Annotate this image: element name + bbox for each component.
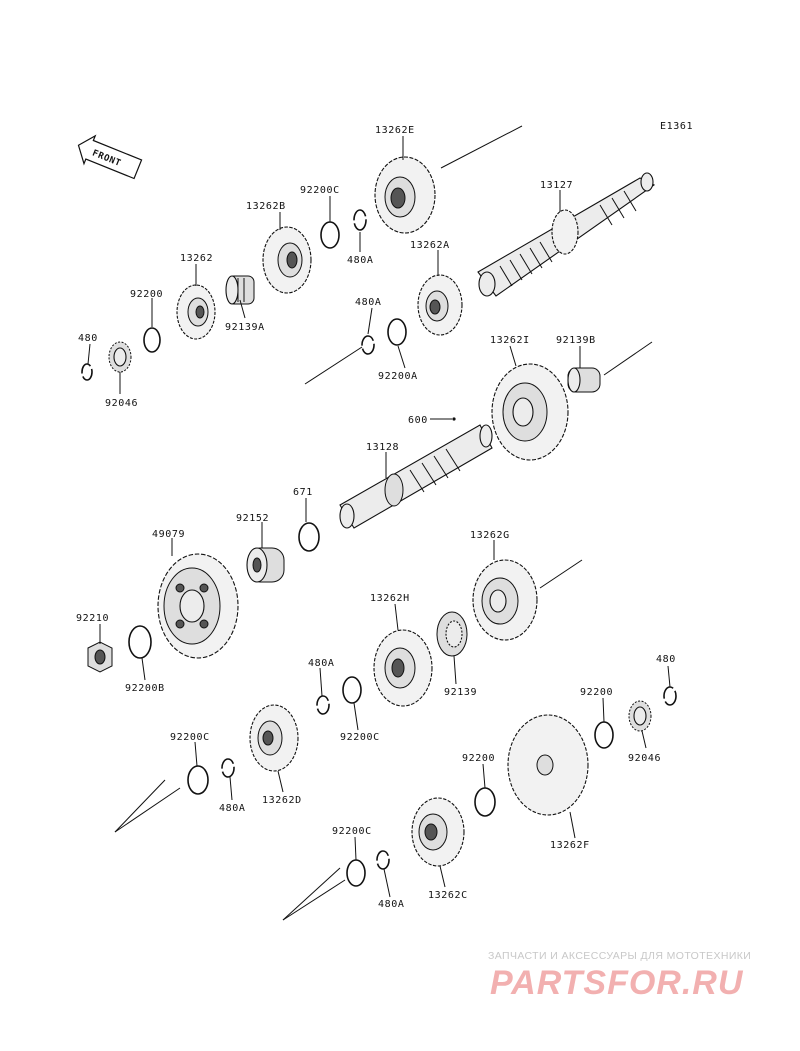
circlip-480A-upper (353, 209, 367, 231)
label-92139B: 92139B (556, 335, 596, 346)
watermark-tagline: ЗАПЧАСТИ И АКСЕССУАРЫ ДЛЯ МОТОТЕХНИКИ (488, 950, 752, 962)
shaft-13128 (339, 424, 493, 529)
label-480-a: 480 (78, 333, 98, 344)
gear-13262C (411, 797, 465, 867)
diagram-code: E1361 (660, 121, 693, 132)
label-92210: 92210 (76, 613, 109, 624)
label-13128: 13128 (366, 442, 399, 453)
label-92046-a: 92046 (105, 398, 138, 409)
gear-13262A (417, 274, 463, 336)
washer-92200-lower-right (594, 721, 614, 749)
gear-13262I (491, 363, 569, 461)
label-92139A: 92139A (225, 322, 265, 333)
washer-92200C-bottom (346, 859, 366, 887)
label-480A-a: 480A (347, 255, 373, 266)
label-92200C-b: 92200C (340, 732, 380, 743)
label-480A-c: 480A (308, 658, 334, 669)
label-92139: 92139 (444, 687, 477, 698)
watermark-logo: PARTSFOR.RU (490, 964, 744, 1002)
label-92046-b: 92046 (628, 753, 661, 764)
label-92152: 92152 (236, 513, 269, 524)
label-671: 671 (293, 487, 313, 498)
label-92200A: 92200A (378, 371, 418, 382)
label-13262F: 13262F (550, 840, 590, 851)
washer-92200A (387, 318, 407, 346)
gear-13262F (507, 714, 589, 816)
label-92200B: 92200B (125, 683, 165, 694)
bearing-92139A (225, 275, 255, 305)
label-49079: 49079 (152, 529, 185, 540)
washer-92200C-upper (320, 221, 340, 249)
bearing-92046-upper (108, 341, 132, 373)
bearing-92046-lower (628, 700, 652, 732)
label-480A-b: 480A (355, 297, 381, 308)
washer-92200-upper (143, 327, 161, 353)
label-13262C: 13262C (428, 890, 468, 901)
label-480A-d: 480A (219, 803, 245, 814)
shaft-13127 (477, 172, 656, 297)
washer-92200C-lower (187, 765, 209, 795)
circlip-480-upper (81, 363, 93, 381)
label-92200C-a: 92200C (300, 185, 340, 196)
label-92200-c: 92200 (462, 753, 495, 764)
label-92200-b: 92200 (580, 687, 613, 698)
label-13262E: 13262E (375, 125, 415, 136)
gear-13262G (472, 559, 538, 641)
washer-92200-lower (474, 787, 496, 817)
label-13262A: 13262A (410, 240, 450, 251)
nut-92210 (87, 641, 113, 673)
circlip-480A-mid (361, 335, 375, 355)
part-labels: 13262E 13127 92200C 13262B 480A 13262A 1… (76, 125, 676, 910)
circlip-480A-lower-mid (316, 695, 330, 715)
label-92200C-d: 92200C (332, 826, 372, 837)
sprocket-49079 (157, 553, 239, 659)
circlip-480-lower (663, 686, 677, 706)
label-92200-a: 92200 (130, 289, 163, 300)
label-13262B: 13262B (246, 201, 286, 212)
oring-671 (298, 522, 320, 552)
label-13262H: 13262H (370, 593, 410, 604)
label-480-b: 480 (656, 654, 676, 665)
gear-13262E (374, 156, 436, 234)
leader-lines (87, 136, 671, 898)
gear-13262H (373, 629, 433, 707)
gear-13262D (249, 704, 299, 772)
circlip-480A-bottom (376, 850, 390, 870)
washer-92200B (128, 625, 152, 659)
circlip-480A-lower (221, 758, 235, 778)
bearing-92139 (436, 611, 468, 657)
washer-92200C-mid (342, 676, 362, 704)
gear-13262B (262, 226, 312, 294)
label-600: 600 (408, 415, 428, 426)
label-13262: 13262 (180, 253, 213, 264)
label-13262I: 13262I (490, 335, 530, 346)
label-92200C-c: 92200C (170, 732, 210, 743)
collar-92152 (246, 547, 285, 583)
label-13262D: 13262D (262, 795, 302, 806)
label-13262G: 13262G (470, 530, 510, 541)
label-480A-e: 480A (378, 899, 404, 910)
label-13127: 13127 (540, 180, 573, 191)
bearing-92139B (567, 367, 601, 393)
gear-13262 (176, 284, 216, 340)
front-arrow-icon: FRONT (77, 134, 143, 180)
